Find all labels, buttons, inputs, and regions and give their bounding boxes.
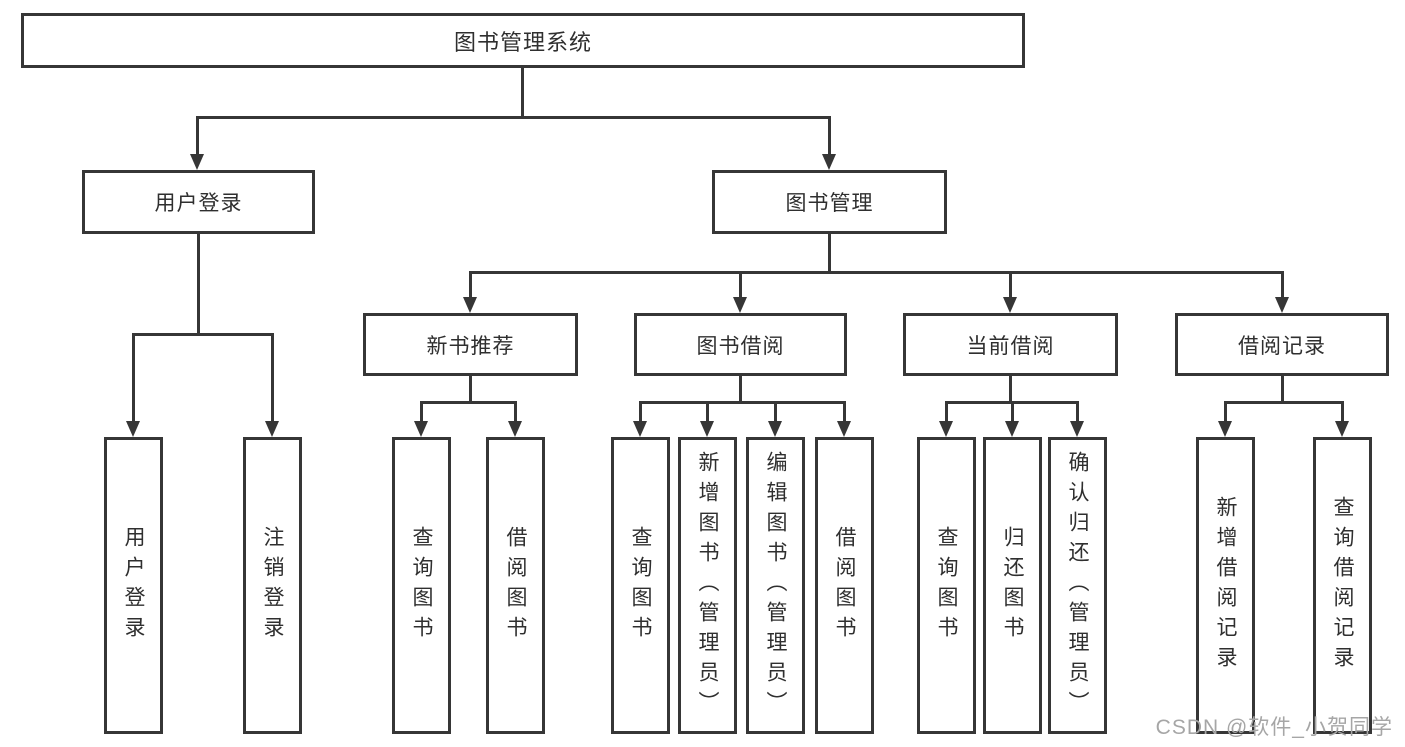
connector-line xyxy=(828,116,831,154)
node-root: 图书管理系统 xyxy=(21,13,1025,68)
arrowhead-down-icon xyxy=(822,154,836,170)
node-root-label: 图书管理系统 xyxy=(453,29,592,55)
connector-line xyxy=(828,234,831,273)
connector-line xyxy=(774,401,777,421)
arrowhead-down-icon xyxy=(1275,297,1289,313)
arrowhead-down-icon xyxy=(1005,421,1019,437)
arrowhead-down-icon xyxy=(1218,421,1232,437)
arrowhead-down-icon xyxy=(939,421,953,437)
node-nb-borrow-books-label: 借阅图书 xyxy=(504,525,527,646)
connector-line xyxy=(420,401,517,404)
node-user-login-label: 用户登录 xyxy=(154,192,243,215)
node-br-add-record-label: 新增借阅记录 xyxy=(1214,495,1237,676)
arrowhead-down-icon xyxy=(265,421,279,437)
node-br-query-record: 查询借阅记录 xyxy=(1313,437,1372,734)
node-bb-edit-books: 编辑图书（管理员） xyxy=(746,437,805,734)
arrowhead-down-icon xyxy=(1003,297,1017,313)
node-bb-query-books: 查询图书 xyxy=(611,437,670,734)
node-cb-return-books-label: 归还图书 xyxy=(1001,525,1024,646)
node-borrow-records-label: 借阅记录 xyxy=(1238,334,1326,358)
arrowhead-down-icon xyxy=(768,421,782,437)
connector-line xyxy=(1281,376,1284,403)
node-user-login: 用户登录 xyxy=(82,170,315,234)
node-br-add-record: 新增借阅记录 xyxy=(1196,437,1255,734)
connector-line xyxy=(521,68,524,118)
connector-line xyxy=(1341,401,1344,421)
connector-line xyxy=(469,271,472,297)
connector-line xyxy=(197,234,200,335)
node-bb-query-books-label: 查询图书 xyxy=(629,525,652,646)
connector-line xyxy=(514,401,517,421)
arrowhead-down-icon xyxy=(508,421,522,437)
connector-line xyxy=(1281,271,1284,297)
connector-line xyxy=(1009,376,1012,403)
arrowhead-down-icon xyxy=(190,154,204,170)
csdn-watermark: CSDN @软件_小贺同学 xyxy=(1155,716,1393,739)
arrowhead-down-icon xyxy=(126,421,140,437)
connector-line xyxy=(196,116,199,154)
arrowhead-down-icon xyxy=(837,421,851,437)
node-bb-borrow-books: 借阅图书 xyxy=(815,437,874,734)
connector-line xyxy=(843,401,846,421)
node-current-borrow: 当前借阅 xyxy=(903,313,1118,376)
node-book-management: 图书管理 xyxy=(712,170,947,234)
node-cb-confirm-return-label: 确认归还（管理员） xyxy=(1066,450,1089,721)
node-cb-query-books-label: 查询图书 xyxy=(935,525,958,646)
connector-line xyxy=(739,376,742,403)
connector-line xyxy=(639,401,846,404)
connector-line xyxy=(1076,401,1079,421)
node-user-login-leaf: 用户登录 xyxy=(104,437,163,734)
node-borrow-records: 借阅记录 xyxy=(1175,313,1389,376)
node-nb-query-books-label: 查询图书 xyxy=(410,525,433,646)
node-bb-add-books-label: 新增图书（管理员） xyxy=(696,450,719,721)
connector-line xyxy=(420,401,423,421)
connector-line xyxy=(132,333,135,421)
connector-line xyxy=(132,333,274,336)
node-logout: 注销登录 xyxy=(243,437,302,734)
connector-line xyxy=(469,271,1284,274)
node-logout-label: 注销登录 xyxy=(261,525,284,646)
connector-line xyxy=(1009,271,1012,297)
node-new-book-recommend: 新书推荐 xyxy=(363,313,578,376)
connector-line xyxy=(639,401,642,421)
node-cb-confirm-return: 确认归还（管理员） xyxy=(1048,437,1107,734)
node-bb-borrow-books-label: 借阅图书 xyxy=(833,525,856,646)
node-nb-borrow-books: 借阅图书 xyxy=(486,437,545,734)
connector-line xyxy=(469,376,472,403)
node-nb-query-books: 查询图书 xyxy=(392,437,451,734)
connector-line xyxy=(739,271,742,297)
connector-line xyxy=(706,401,709,421)
node-bb-add-books: 新增图书（管理员） xyxy=(678,437,737,734)
arrowhead-down-icon xyxy=(1070,421,1084,437)
connector-line xyxy=(1224,401,1343,404)
node-book-borrow-label: 图书借阅 xyxy=(696,334,785,358)
node-book-borrow: 图书借阅 xyxy=(634,313,847,376)
node-current-borrow-label: 当前借阅 xyxy=(966,334,1055,358)
arrowhead-down-icon xyxy=(414,421,428,437)
connector-line xyxy=(1011,401,1014,421)
node-br-query-record-label: 查询借阅记录 xyxy=(1331,495,1354,676)
node-cb-query-books: 查询图书 xyxy=(917,437,976,734)
connector-line xyxy=(271,333,274,421)
arrowhead-down-icon xyxy=(1335,421,1349,437)
node-bb-edit-books-label: 编辑图书（管理员） xyxy=(764,450,787,721)
node-cb-return-books: 归还图书 xyxy=(983,437,1042,734)
node-new-book-recommend-label: 新书推荐 xyxy=(426,334,515,358)
connector-line xyxy=(1224,401,1227,421)
arrowhead-down-icon xyxy=(733,297,747,313)
node-user-login-leaf-label: 用户登录 xyxy=(122,525,145,646)
arrowhead-down-icon xyxy=(463,297,477,313)
node-book-management-label: 图书管理 xyxy=(785,192,874,215)
connector-line xyxy=(945,401,948,421)
arrowhead-down-icon xyxy=(700,421,714,437)
arrowhead-down-icon xyxy=(633,421,647,437)
connector-line xyxy=(196,116,831,119)
